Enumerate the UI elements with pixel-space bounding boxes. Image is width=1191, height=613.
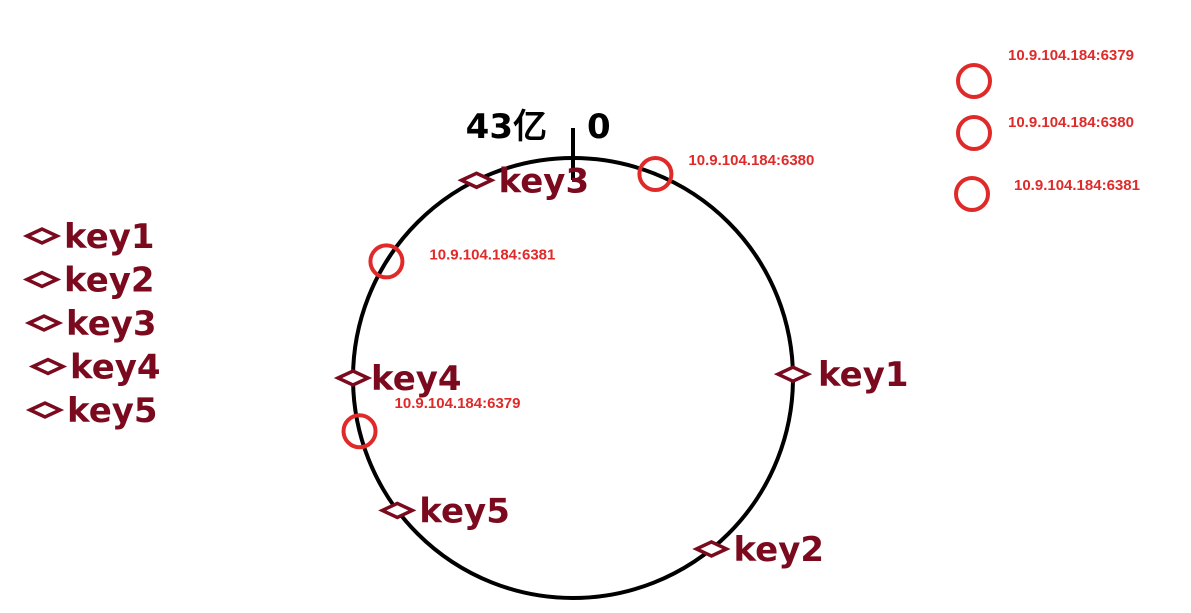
key-list-marker-icon (25, 401, 65, 419)
ring-zero-label: 0 (587, 107, 611, 147)
ring-node-label: 10.9.104.184:6381 (429, 246, 555, 263)
ring-node-label: 10.9.104.184:6380 (688, 152, 814, 169)
key-list-marker-icon (22, 270, 62, 289)
ring-key-label: key4 (371, 359, 462, 399)
node-legend-circle-icon (954, 176, 990, 212)
ring-node-label: 10.9.104.184:6379 (395, 395, 521, 412)
node-legend-label: 10.9.104.184:6381 (1014, 177, 1140, 194)
key-list-label: key1 (64, 217, 155, 257)
key-list-label: key2 (64, 261, 155, 301)
ring-key-marker-icon (333, 369, 373, 387)
key-list-label: key5 (67, 391, 158, 431)
ring-max-label: 43亿 (466, 107, 547, 147)
ring-key-label: key3 (499, 161, 590, 201)
ring-key-marker-icon (457, 171, 496, 190)
ring-key-label: key2 (733, 530, 824, 570)
ring-node-circle-icon (368, 243, 405, 280)
key-list-marker-icon (22, 227, 62, 245)
ring-key-marker-icon (378, 501, 417, 520)
ring-key-label: key5 (419, 491, 510, 531)
key-list-label: key3 (66, 304, 157, 344)
key-list-marker-icon (24, 314, 64, 332)
ring-key-marker-icon (773, 365, 813, 384)
node-legend-circle-icon (956, 115, 992, 151)
ring-node-circle-icon (637, 156, 674, 193)
node-legend-circle-icon (956, 63, 992, 99)
key-list-marker-icon (28, 357, 68, 376)
key-list-label: key4 (70, 348, 161, 388)
node-legend-label: 10.9.104.184:6380 (1008, 114, 1134, 131)
ring-key-marker-icon (692, 540, 731, 558)
ring-node-circle-icon (341, 413, 378, 450)
ring-key-label: key1 (818, 355, 909, 395)
node-legend-label: 10.9.104.184:6379 (1008, 47, 1134, 64)
